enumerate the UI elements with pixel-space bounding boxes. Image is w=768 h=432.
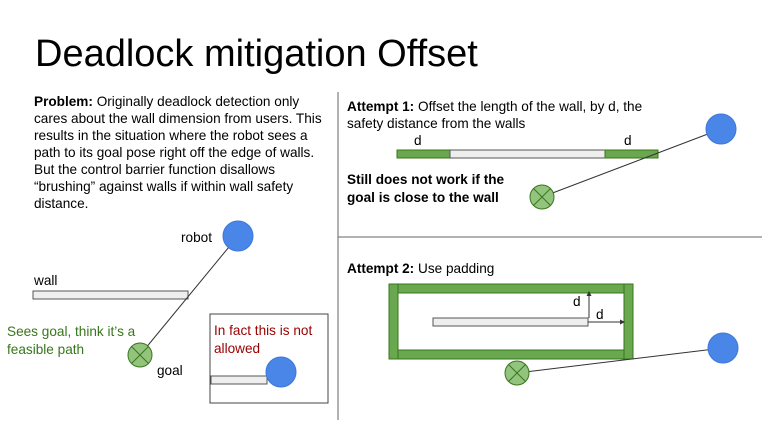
attempt1-conclusion: Still does not work if the goal is close… [347,172,505,205]
attempt1-body: Offset the length of the wall, by d, the… [347,99,643,131]
attempt1-goal-marker [529,184,555,210]
attempt1-d-right-label: d [624,133,632,148]
in-fact-note: In fact this is not allowed [214,323,313,356]
robot-path-line [139,235,239,356]
attempt1-d-left-label: d [414,133,422,148]
attempt2-robot-circle [707,332,739,364]
attempt1-heading: Attempt 1: [347,99,415,114]
attempt2-wall [432,317,589,327]
in-fact-box [209,313,329,404]
attempt2-d-vertical-label: d [573,294,581,309]
attempt2-path-line [516,347,724,374]
slide-title: Deadlock mitigation Offset [35,33,478,75]
attempt2-d-horizontal-arrow [588,319,625,325]
attempt1-paragraph: Attempt 1: Offset the length of the wall… [347,98,647,132]
inset-robot-circle [265,356,297,388]
robot-circle [222,220,254,252]
problem-paragraph: Problem: Originally deadlock detection o… [34,93,334,212]
attempt1-pad-right [604,149,659,159]
attempt2-d-horizontal-label: d [596,307,604,322]
problem-heading: Problem: [34,94,93,109]
attempt2-body: Use padding [414,261,495,276]
inset-wall-bar [210,375,268,385]
attempt2-d-vertical-arrow [586,291,592,318]
attempt2-heading: Attempt 2: [347,261,415,276]
attempt2-goal-marker [504,360,530,386]
wall-bar [32,290,189,300]
attempt1-wall [449,149,606,159]
goal-label: goal [157,363,183,378]
attempt2-paragraph: Attempt 2: Use padding [347,260,494,277]
goal-marker [127,342,153,368]
attempt1-robot-circle [705,113,737,145]
sees-goal-note: Sees goal, think it’s a feasible path [7,324,136,357]
problem-body: Originally deadlock detection only cares… [34,94,322,211]
attempt1-pad-left [396,149,451,159]
robot-label: robot [181,230,212,245]
attempt1-path-line [541,128,722,198]
wall-label: wall [34,273,58,288]
